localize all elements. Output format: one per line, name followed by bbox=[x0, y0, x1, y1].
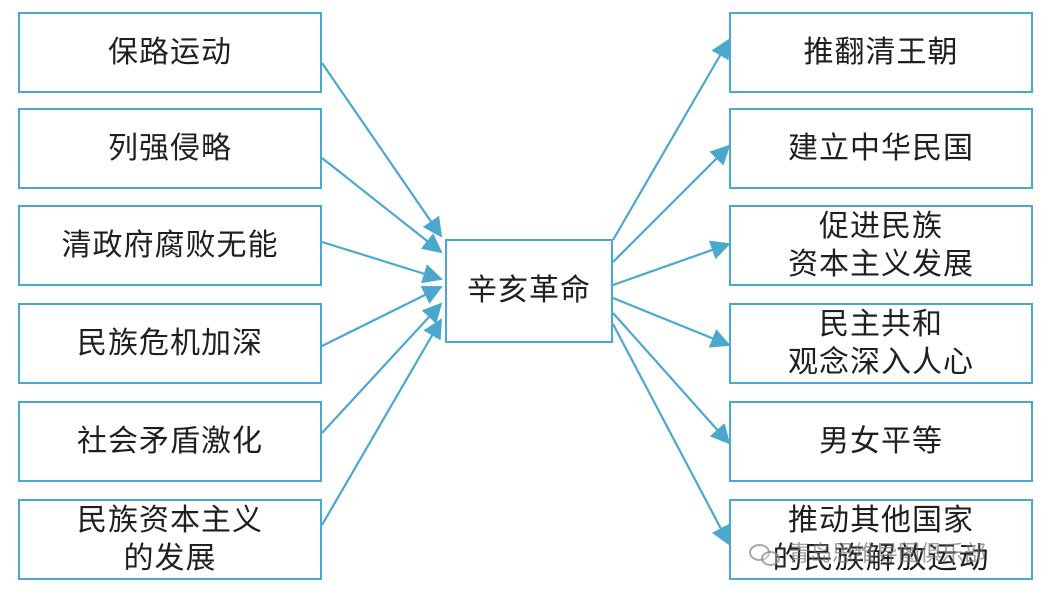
cause-node-2: 列强侵略 bbox=[18, 108, 322, 189]
cause-arrow-4 bbox=[321, 286, 443, 347]
effect-node-1: 推翻清王朝 bbox=[729, 12, 1033, 93]
effect-arrow-2 bbox=[612, 144, 731, 263]
effect-label-6: 推动其他国家 的民族解放运动 bbox=[772, 502, 990, 576]
cause-label-1: 保路运动 bbox=[108, 34, 232, 70]
cause-arrow-5 bbox=[321, 302, 443, 434]
effect-label-5: 男女平等 bbox=[819, 423, 943, 459]
center-node: 辛亥革命 bbox=[445, 239, 613, 343]
cause-label-3: 清政府腐败无能 bbox=[61, 227, 279, 263]
effect-node-5: 男女平等 bbox=[729, 401, 1033, 482]
effect-arrow-3 bbox=[612, 240, 731, 287]
cause-arrow-6 bbox=[321, 318, 442, 526]
effect-node-4: 民主共和 观念深入人心 bbox=[729, 303, 1033, 384]
center-label: 辛亥革命 bbox=[467, 273, 591, 308]
cause-arrow-2 bbox=[321, 157, 443, 254]
cause-node-5: 社会矛盾激化 bbox=[18, 401, 322, 482]
cause-label-6: 民族资本主义 的发展 bbox=[77, 502, 263, 576]
effect-label-1: 推翻清王朝 bbox=[803, 34, 959, 70]
cause-node-6: 民族资本主义 的发展 bbox=[18, 499, 322, 580]
cause-node-3: 清政府腐败无能 bbox=[18, 205, 322, 286]
cause-node-1: 保路运动 bbox=[18, 12, 322, 93]
effect-arrow-5 bbox=[612, 312, 731, 445]
effect-arrow-4 bbox=[612, 296, 731, 348]
cause-label-4: 民族危机加深 bbox=[77, 325, 263, 361]
effect-node-6: 推动其他国家 的民族解放运动 bbox=[729, 499, 1033, 580]
cause-label-2: 列强侵略 bbox=[108, 130, 232, 166]
effect-node-2: 建立中华民国 bbox=[729, 108, 1033, 189]
effect-arrow-1 bbox=[612, 38, 730, 241]
cause-arrow-1 bbox=[321, 62, 443, 238]
connection-arrows bbox=[321, 38, 731, 546]
effect-label-3: 促进民族 资本主义发展 bbox=[788, 208, 974, 282]
cause-label-5: 社会矛盾激化 bbox=[77, 423, 263, 459]
cause-node-4: 民族危机加深 bbox=[18, 303, 322, 384]
effect-node-3: 促进民族 资本主义发展 bbox=[729, 205, 1033, 286]
effect-arrow-6 bbox=[612, 323, 730, 546]
effect-label-4: 民主共和 观念深入人心 bbox=[788, 306, 974, 380]
cause-arrow-3 bbox=[321, 240, 443, 284]
effect-label-2: 建立中华民国 bbox=[788, 130, 974, 166]
